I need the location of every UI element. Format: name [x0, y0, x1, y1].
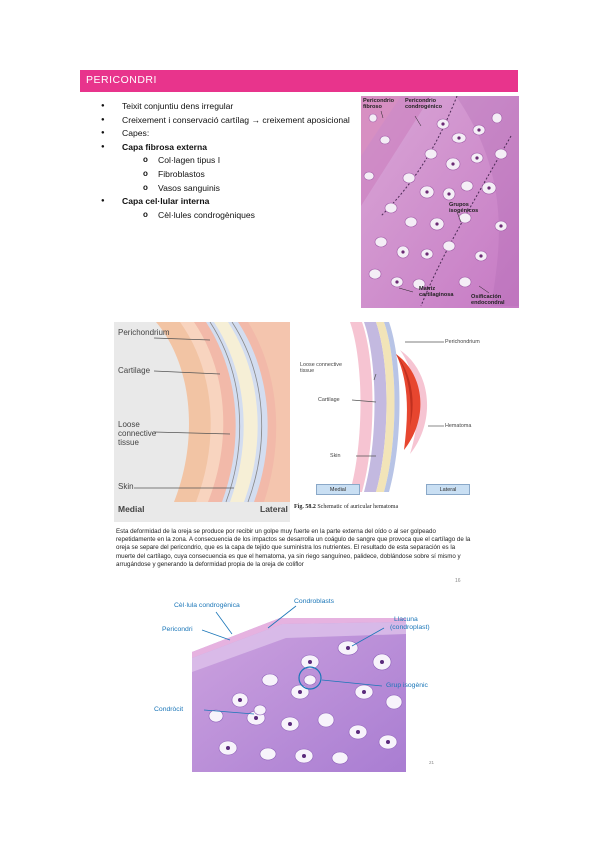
label-condroplast: (condroplast): [390, 624, 430, 631]
section-banner: PERICONDRI: [80, 70, 518, 92]
ear-cartilage-diagram: Perichondrium Cartilage Loose connective…: [114, 322, 522, 522]
label-perichondrium-right: Perichondrium: [445, 339, 480, 345]
label-pericondri: Pericondri: [162, 626, 193, 633]
label-cartilage-left: Cartilage: [118, 366, 151, 375]
pill-lateral: Lateral: [426, 484, 470, 495]
label-cartilage-right: Cartilage: [318, 397, 340, 403]
label-chondrocyte: Condròcit: [154, 706, 184, 713]
histo-label-matrix: Matriz cartilaginosa: [419, 286, 454, 299]
figure-number: Fig. 58.2: [294, 504, 316, 510]
label-skin-left: Skin: [118, 482, 134, 491]
label-chondrogenic-cell: Cèl·lula condrogènica: [174, 602, 240, 609]
label-medial-left: Medial: [118, 504, 145, 514]
sub-bullet-item: Fibroblastos: [100, 167, 355, 182]
label-loose-tissue-right: Loose connective tissue: [300, 362, 342, 375]
figure-caption-text: Schematic of auricular hematoma: [317, 504, 399, 510]
histo-label-isogenic: Grupos isogénicos: [449, 202, 479, 215]
cartilage-layers-svg: [114, 322, 522, 522]
label-perichondrium-left: Perichondrium: [118, 328, 170, 337]
bullet-item: Creixement i conservació cartílag → crei…: [100, 114, 355, 128]
figure-caption: Fig. 58.2 Schematic of auricular hematom…: [294, 504, 398, 510]
sub-bullet-item: Cèl·lules condrogèniques: [100, 208, 355, 223]
histology-micrograph: [361, 96, 519, 308]
histo-label-chondrogenic: Pericondrio condrogénico: [405, 98, 442, 111]
bullet-item: Capa cel·lular interna: [100, 195, 355, 209]
bullet-item: Capa fibrosa externa: [100, 141, 355, 155]
bullet-item: Capes:: [100, 127, 355, 141]
histology-image-perichondrium: Pericondrio fibroso Pericondrio condrogé…: [361, 96, 519, 308]
label-chondroblasts: Condroblasts: [294, 598, 335, 605]
label-lateral-left: Lateral: [260, 504, 288, 514]
label-skin-right: Skin: [330, 453, 341, 459]
histology-image-cartilage: Cèl·lula condrogènica Condroblasts Peric…: [150, 592, 455, 772]
slide-number: 21: [429, 760, 435, 765]
cartilage-micrograph: [192, 605, 406, 772]
bullet-item: Teixit conjuntiu dens irregular: [100, 100, 355, 114]
histo-label-fibrous: Pericondrio fibroso: [363, 98, 395, 111]
histo-label-ossification: Osificación endocondral: [471, 294, 505, 307]
label-hematoma: Hematoma: [445, 423, 472, 429]
label-isogenic-group: Grup isogènic: [386, 682, 428, 689]
bullet-list: Teixit conjuntiu dens irregular Creixeme…: [100, 100, 355, 222]
sub-bullet-item: Col·lagen tipus I: [100, 153, 355, 168]
label-loose-tissue-left: Loose connective tissue: [118, 420, 157, 447]
sub-bullet-item: Vasos sanguinis: [100, 181, 355, 196]
pill-medial: Medial: [316, 484, 360, 495]
slide-number: 16: [455, 578, 461, 584]
section-title: PERICONDRI: [86, 74, 157, 86]
label-llacuna: Llacuna: [394, 616, 418, 623]
hematoma-paragraph: Esta deformidad de la oreja se produce p…: [116, 528, 471, 568]
